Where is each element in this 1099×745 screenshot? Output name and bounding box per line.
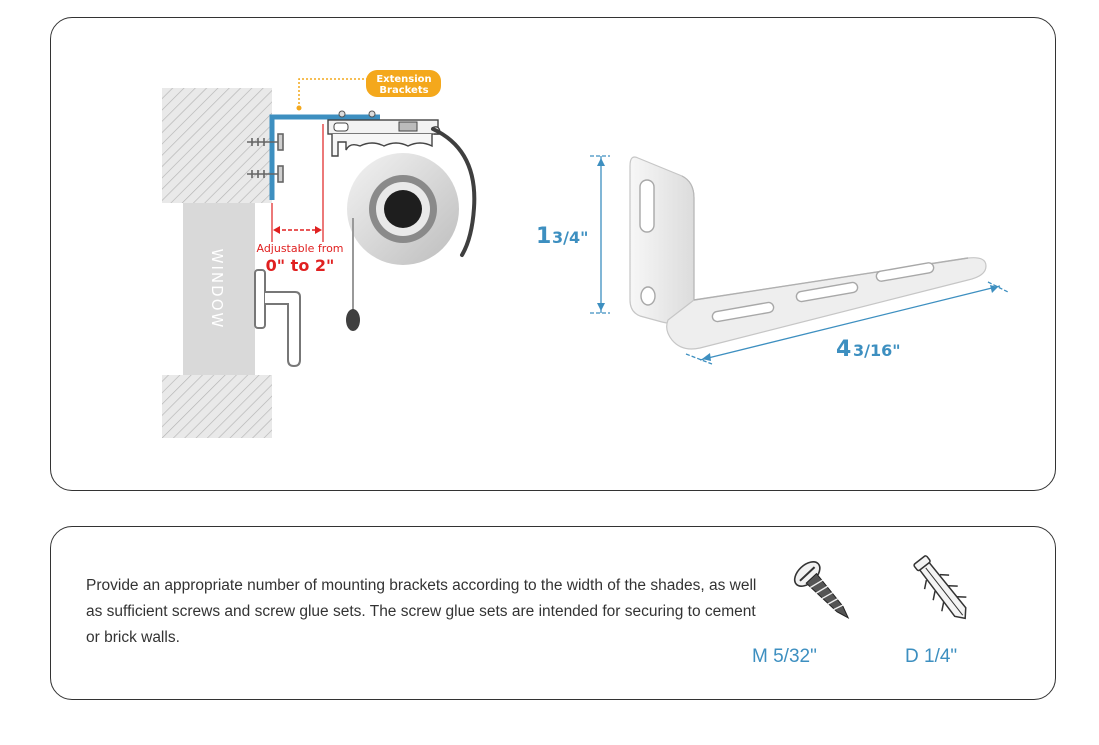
callout-dot — [296, 105, 302, 111]
adjust-arrowhead-left — [273, 226, 280, 234]
height-arrow-bottom — [597, 303, 605, 311]
adjust-label: Adjustable from — [256, 242, 343, 255]
length-arrow-left — [702, 353, 711, 361]
extension-bracket — [269, 114, 380, 200]
callout-line2: Brackets — [379, 85, 428, 96]
window-label: WINDOW — [208, 249, 226, 330]
adjust-arrowhead-right — [315, 226, 322, 234]
headrail — [327, 110, 441, 157]
bracket-slot-2 — [795, 281, 859, 303]
wall-lower — [162, 375, 272, 438]
length-dim-whole: 4 — [836, 337, 851, 362]
wall-anchor-icon — [913, 555, 967, 620]
length-dim-tick-left — [685, 353, 713, 365]
bracket-slot-vertical — [639, 179, 655, 233]
window-pane — [183, 203, 255, 375]
adjust-range: 0" to 2" — [266, 256, 335, 275]
length-dim-fraction: 3/16" — [853, 341, 901, 360]
l-bracket — [629, 156, 987, 350]
callout-badge — [366, 70, 441, 97]
pull-cord-weight — [346, 309, 360, 331]
callout-line1: Extension — [376, 74, 431, 85]
bracket-hole — [640, 286, 656, 306]
wall-upper — [162, 88, 272, 203]
height-dim-whole: 1 — [536, 224, 551, 249]
length-dim-line — [699, 285, 1001, 361]
hardware-panel — [50, 526, 1056, 700]
bracket-slot-3 — [875, 262, 935, 282]
shade-fabric-drape — [431, 127, 477, 257]
length-arrow-right — [990, 285, 998, 293]
wall-screw-icon — [247, 133, 284, 183]
bracket-slot-1 — [711, 301, 775, 323]
mounting-note: Provide an appropriate number of mountin… — [86, 577, 757, 646]
screw-icon — [793, 561, 850, 620]
height-dim-fraction: 3/4" — [552, 228, 588, 247]
window-handle-icon — [265, 291, 301, 368]
length-dim-tick-right — [987, 281, 1009, 293]
callout-leader — [298, 78, 368, 108]
roll-tube — [384, 190, 422, 228]
height-arrow-top — [597, 158, 605, 166]
screw-size-label: M 5/32" — [752, 646, 817, 667]
window-handle-base — [254, 269, 266, 329]
anchor-size-label: D 1/4" — [905, 646, 958, 667]
